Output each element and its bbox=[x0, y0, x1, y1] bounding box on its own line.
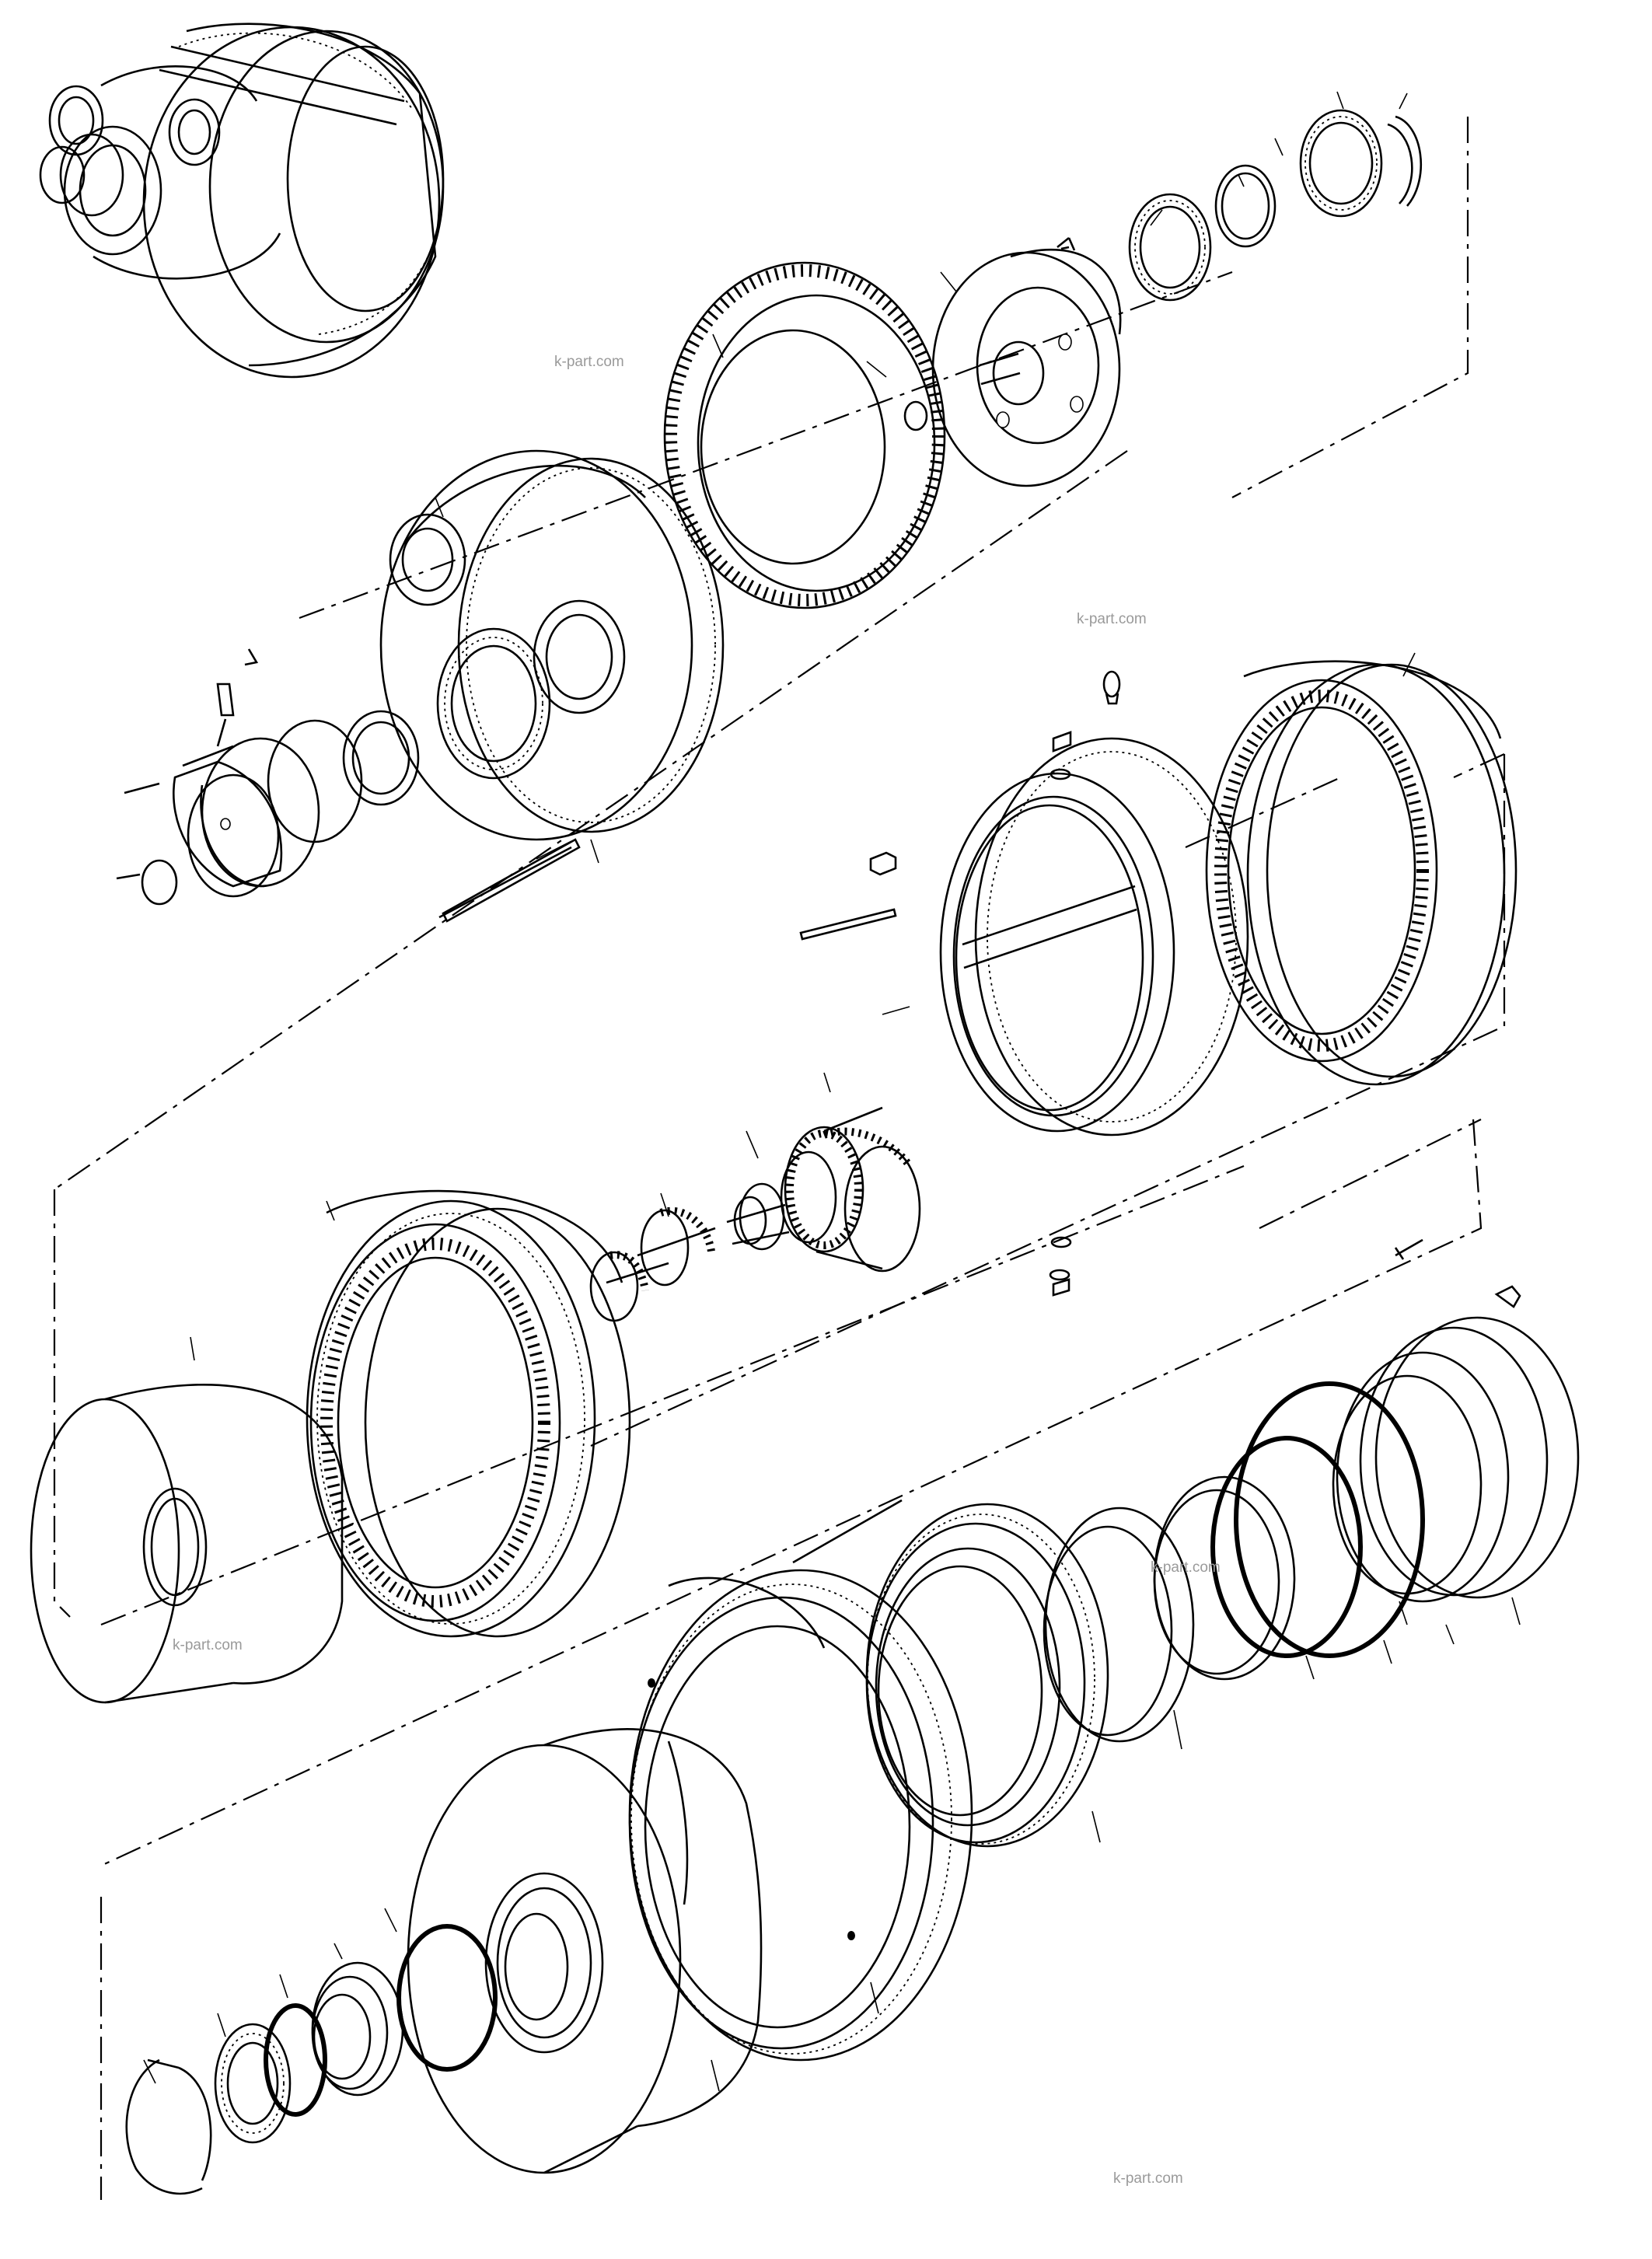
upper-ring-gear bbox=[663, 261, 946, 609]
flange-ring bbox=[939, 737, 1249, 1136]
lower-flange-hub bbox=[628, 1569, 973, 2062]
watermark-4: k-part.com bbox=[173, 1637, 243, 1653]
phantom-lines bbox=[53, 117, 1506, 2200]
motor-housing bbox=[182, 449, 725, 919]
top-right-bearing-group bbox=[1128, 109, 1423, 302]
fasteners-lower bbox=[1049, 1236, 1072, 1297]
large-roller-bearing bbox=[792, 1499, 1109, 1848]
ring-gear-right bbox=[1205, 660, 1518, 1086]
cover-flange bbox=[903, 236, 1122, 487]
ring-gear-left bbox=[306, 1189, 631, 1638]
fasteners-upper bbox=[799, 670, 1121, 941]
bottom-left-small-parts bbox=[125, 1924, 498, 2195]
assembled-travel-motor bbox=[39, 23, 445, 379]
watermark-3: k-part.com bbox=[1151, 1559, 1221, 1576]
leader-lines bbox=[143, 91, 1521, 2092]
watermark-1: k-part.com bbox=[554, 354, 624, 370]
spline-shaft-assembly bbox=[589, 1106, 921, 1322]
watermark-5: k-part.com bbox=[1113, 2170, 1183, 2187]
lower-seal-group bbox=[1043, 1238, 1580, 1743]
cover-plate bbox=[116, 648, 283, 906]
sprocket-drum bbox=[407, 1728, 763, 2174]
watermark-2: k-part.com bbox=[1077, 611, 1147, 627]
drum-left bbox=[30, 1384, 344, 1704]
long-bolt bbox=[442, 838, 581, 923]
